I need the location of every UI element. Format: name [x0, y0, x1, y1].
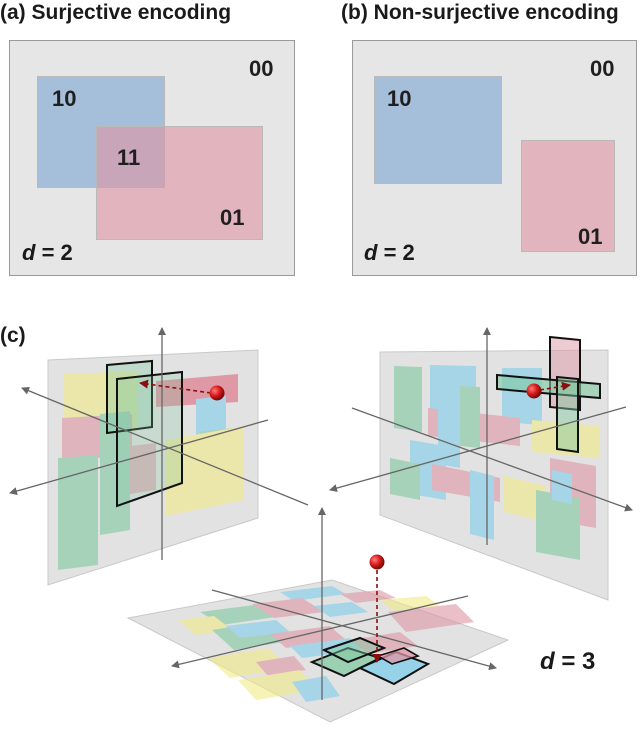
panel-a-code-outside: 00 — [249, 56, 274, 81]
right-region-green — [390, 458, 420, 500]
bottom-view — [126, 507, 510, 723]
panel-b-code-blue: 10 — [387, 86, 412, 111]
bottom-axis — [171, 595, 469, 669]
right-region-cyan — [552, 470, 572, 504]
left-region-yellow — [166, 426, 244, 516]
left-region-green — [58, 455, 98, 570]
bottom-regions — [178, 586, 474, 702]
right-region-green — [536, 490, 580, 560]
right-region-cyan — [470, 470, 494, 540]
bottom-highlight-rect — [375, 647, 421, 665]
left-projection-arrow — [139, 379, 212, 394]
right-view — [329, 327, 633, 601]
dimension-var: d — [364, 240, 378, 265]
left-regions — [58, 371, 244, 570]
right-region-green — [394, 366, 422, 432]
left-highlight-rect — [116, 370, 183, 508]
right-axis — [329, 406, 627, 492]
panel-a-code-pink: 01 — [220, 205, 245, 230]
panel-a-title: (a) Surjective encoding — [0, 1, 232, 24]
bottom-region-pink — [340, 590, 396, 603]
left-axis — [21, 386, 309, 506]
left-view — [9, 327, 309, 586]
left-point — [209, 385, 225, 401]
right-highlight-rect — [496, 373, 601, 400]
panel-b-pink-region — [521, 140, 615, 252]
bottom-region-yellow — [380, 596, 440, 611]
panel-a-dimension-label: d = 2 — [22, 240, 73, 266]
bottom-region-cyan — [292, 676, 340, 702]
panel-a-code-overlap: 11 — [117, 145, 141, 170]
dimension-eq: = 2 — [35, 240, 73, 265]
panel-b-title: (b) Non-surjective encoding — [341, 1, 619, 24]
dimension-var: d — [540, 648, 555, 675]
bottom-region-cyan — [314, 602, 368, 617]
dimension-eq: = 2 — [377, 240, 415, 265]
dimension-var: d — [22, 240, 36, 265]
left-region-pink — [130, 443, 156, 494]
bottom-region-yellow — [238, 670, 318, 700]
panel-b-dimension-label: d = 2 — [364, 240, 415, 266]
bottom-point — [369, 554, 385, 570]
panel-b-code-outside: 00 — [590, 56, 615, 81]
right-axis — [351, 407, 633, 512]
right-region-yellow — [504, 476, 546, 522]
panel-a-pink-region — [96, 126, 263, 240]
right-projection-arrow — [539, 381, 571, 391]
right-region-green — [460, 386, 480, 448]
bottom-region-pink — [256, 656, 306, 676]
panel-a-code-blue: 10 — [52, 86, 77, 111]
bottom-region-cyan — [280, 586, 346, 601]
bottom-region-pink — [252, 598, 324, 618]
left-axis — [9, 419, 269, 495]
right-point — [526, 383, 542, 399]
right-region-yellow — [532, 420, 600, 458]
panel-b-blue-region — [374, 76, 502, 184]
dimension-eq: = 3 — [554, 648, 596, 675]
right-highlight-rect — [556, 375, 579, 454]
panel-c-dimension-label: d = 3 — [540, 648, 595, 676]
bottom-region-pink — [388, 604, 474, 632]
panel-b-code-pink: 01 — [578, 224, 603, 249]
panel-c-title: (c) — [0, 324, 26, 347]
bottom-axis — [211, 589, 497, 671]
bottom-highlight-rect — [321, 636, 387, 664]
